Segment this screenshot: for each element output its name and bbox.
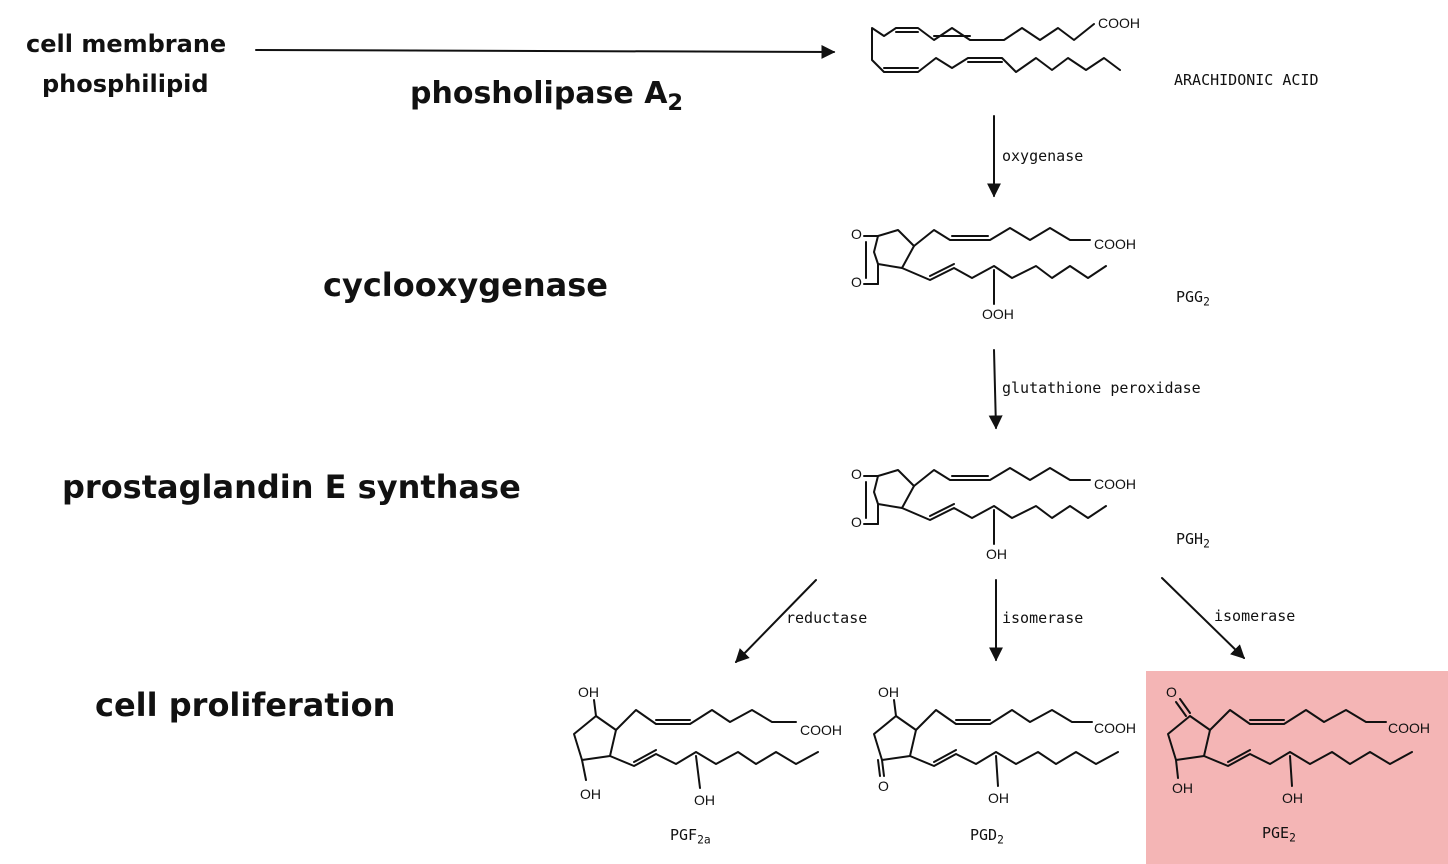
- pgh2-cooh: COOH: [1094, 476, 1136, 492]
- pgh2-label: PGH2: [1176, 530, 1210, 550]
- pge-synthase-label: prostaglandin E synthase: [62, 468, 521, 506]
- phospholipid-label: phosphilipid: [42, 70, 209, 98]
- pgf2a-oh-bottom: OH: [580, 786, 601, 802]
- pgg2-cooh: COOH: [1094, 236, 1136, 252]
- pge2-oh-ring: OH: [1172, 780, 1193, 796]
- pgf2a-oh-top: OH: [578, 684, 599, 700]
- pgh2-subscript: 2: [1203, 537, 1210, 551]
- pgh2-oh: OH: [986, 546, 1007, 562]
- pgh2-text: PGH: [1176, 530, 1204, 548]
- phospholipase-label: phosholipase A2: [410, 76, 683, 116]
- pgf2a-structure: [573, 699, 819, 789]
- phospholipase-text: phosholipase A: [410, 76, 668, 111]
- pgg2-o-top: O: [851, 226, 862, 242]
- isomerase-e-label: isomerase: [1214, 607, 1296, 625]
- glutathione-peroxidase-label: glutathione peroxidase: [1002, 379, 1201, 397]
- pge2-cooh: COOH: [1388, 720, 1430, 736]
- pgh2-o-bottom: O: [851, 514, 862, 530]
- pgf2a-label: PGF2a: [670, 826, 711, 846]
- pge2-highlight-box: [1146, 671, 1448, 864]
- cyclooxygenase-label: cyclooxygenase: [323, 266, 608, 304]
- pge2-o-top: O: [1166, 684, 1177, 700]
- pge2-structure: [1167, 698, 1413, 787]
- pgf2a-cooh: COOH: [800, 722, 842, 738]
- pgf2a-oh-chain: OH: [694, 792, 715, 808]
- pge2-text: PGE: [1262, 824, 1290, 842]
- pgg2-subscript: 2: [1203, 295, 1210, 309]
- arachidonic-acid-structure: [871, 23, 1121, 73]
- pgd2-oh-chain: OH: [988, 790, 1009, 806]
- pge2-label: PGE2: [1262, 824, 1296, 844]
- reductase-arrow: [735, 579, 817, 664]
- membrane-to-aa-arrow: [255, 44, 836, 59]
- cell-proliferation-label: cell proliferation: [95, 686, 396, 724]
- pgd2-subscript: 2: [997, 833, 1004, 847]
- pgd2-o-bottom: O: [878, 778, 889, 794]
- pgg2-o-bottom: O: [851, 274, 862, 290]
- pgh2-o-top: O: [851, 466, 862, 482]
- pgd2-structure: [873, 699, 1119, 787]
- reductase-label: reductase: [786, 609, 868, 627]
- pgd2-oh-top: OH: [878, 684, 899, 700]
- pgd2-text: PGD: [970, 826, 998, 844]
- glutathione-arrow: [988, 349, 1003, 430]
- phospholipase-subscript: 2: [667, 89, 684, 116]
- aa-cooh: COOH: [1098, 15, 1140, 31]
- pgg2-ooh: OOH: [982, 306, 1014, 322]
- pge2-oh-chain: OH: [1282, 790, 1303, 806]
- isomerase-e-arrow: [1161, 577, 1246, 659]
- pgd2-label: PGD2: [970, 826, 1004, 846]
- pge2-subscript: 2: [1289, 831, 1296, 845]
- arachidonic-acid-label: ARACHIDONIC ACID: [1174, 71, 1319, 89]
- pgd2-cooh: COOH: [1094, 720, 1136, 736]
- pgg2-label: PGG2: [1176, 288, 1210, 308]
- cell-membrane-label: cell membrane: [26, 30, 227, 58]
- pgf2a-text: PGF: [670, 826, 698, 844]
- pgg2-text: PGG: [1176, 288, 1204, 306]
- pgh2-structure: [863, 467, 1107, 545]
- isomerase-d-label: isomerase: [1002, 609, 1084, 627]
- pgf2a-subscript: 2a: [697, 833, 711, 847]
- pgg2-structure: [863, 227, 1107, 305]
- oxygenase-label: oxygenase: [1002, 147, 1084, 165]
